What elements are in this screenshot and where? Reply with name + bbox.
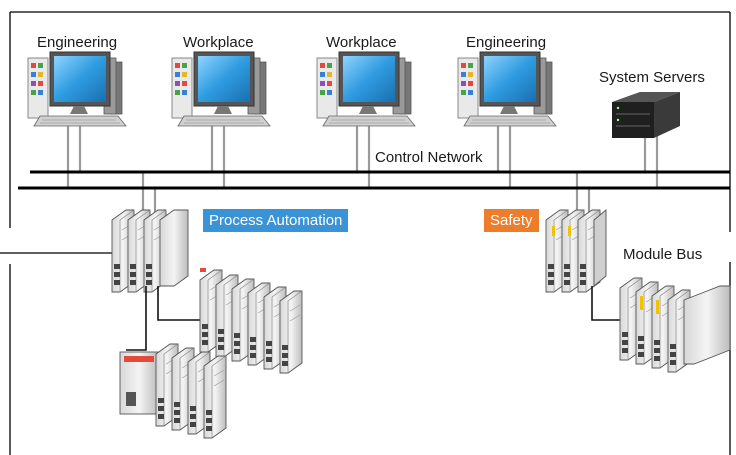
- safety-badge: Safety: [484, 209, 539, 232]
- workstation-icon: [457, 51, 557, 127]
- workstation-label-workplace-1: Workplace: [183, 34, 254, 51]
- io-module-icon: [119, 343, 227, 439]
- process-automation-badge: Process Automation: [203, 209, 349, 232]
- control-network-label: Control Network: [375, 149, 483, 166]
- module-bus-label: Module Bus: [623, 246, 703, 263]
- safety-controller: [545, 209, 607, 293]
- workstation-label-engineering-2: Engineering: [466, 34, 547, 51]
- io-module-icon: [619, 277, 731, 373]
- system-servers-label: System Servers: [599, 69, 705, 86]
- workstation-label-engineering-1: Engineering: [37, 34, 118, 51]
- server-icon: [612, 92, 680, 138]
- workstation-label-workplace-2: Workplace: [326, 34, 397, 51]
- workstation-icon: [171, 51, 271, 127]
- process-controller: [111, 209, 189, 293]
- io-module-icon: [199, 268, 303, 374]
- workstation-icon: [316, 51, 416, 127]
- workstation-icon: [27, 51, 127, 127]
